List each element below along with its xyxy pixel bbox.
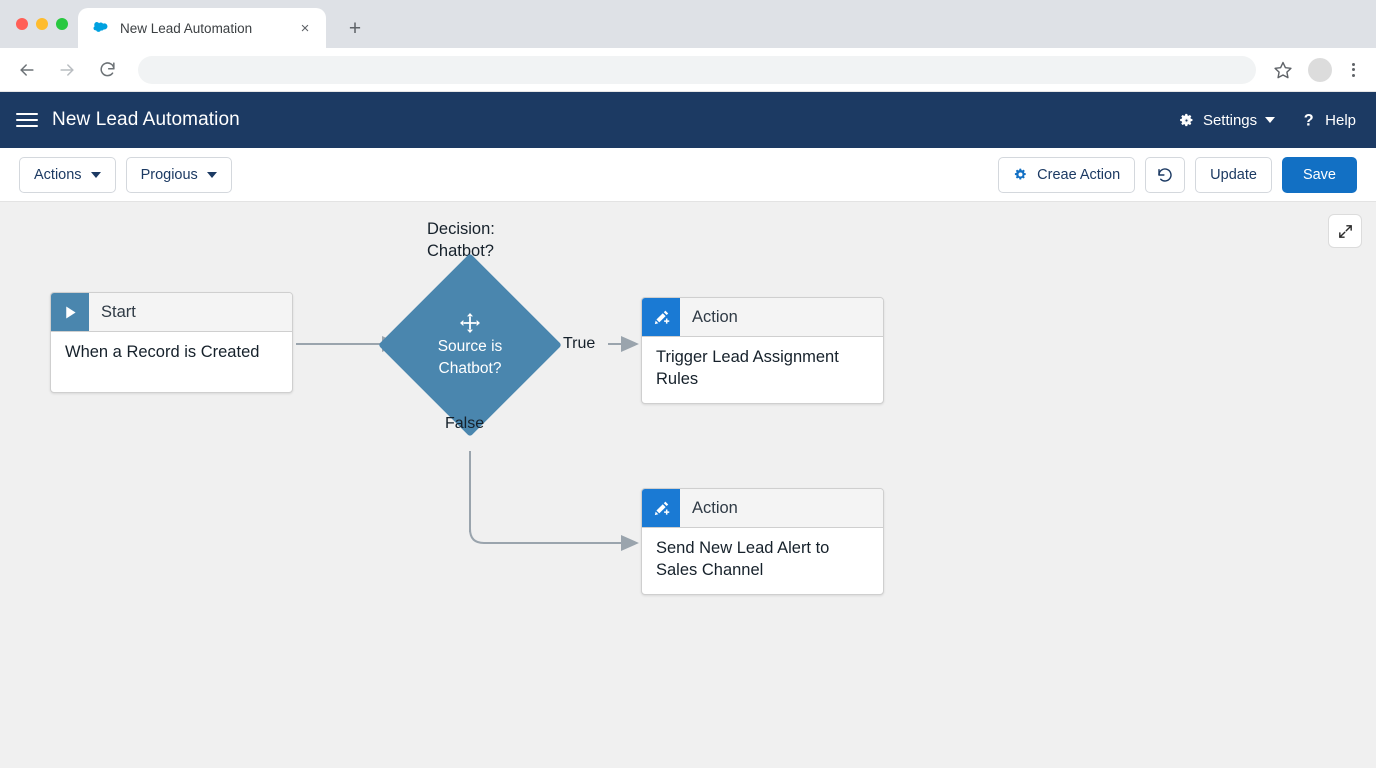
tab-close-icon[interactable]: × <box>300 19 310 37</box>
salesforce-cloud-icon <box>93 22 108 32</box>
decision-text-line2: Chatbot? <box>438 360 502 377</box>
connector-decision-to-false <box>469 528 639 551</box>
kebab-menu-icon[interactable] <box>1344 62 1362 77</box>
maximize-window-button[interactable] <box>56 18 68 30</box>
start-node-body: When a Record is Created <box>65 343 260 361</box>
action-true-header: Action <box>642 298 883 337</box>
start-node-header: Start <box>51 293 292 332</box>
minimize-window-button[interactable] <box>36 18 48 30</box>
tab-title: New Lead Automation <box>120 20 253 36</box>
browser-tab-strip: New Lead Automation × + <box>0 0 1376 48</box>
action-false-title: Action <box>692 498 738 517</box>
chevron-down-icon <box>1265 117 1276 123</box>
expand-diagonal-icon <box>1338 224 1352 238</box>
settings-menu[interactable]: Settings <box>1178 111 1276 129</box>
actions-label: Actions <box>34 166 82 183</box>
action-false-body: Send New Lead Alert to Sales Channel <box>656 539 830 579</box>
star-icon[interactable] <box>1270 57 1296 83</box>
new-tab-button[interactable]: + <box>348 16 362 40</box>
refresh-button[interactable] <box>1145 156 1186 193</box>
flow-node-action-true[interactable]: Action Trigger Lead Assignment Rules <box>641 297 884 404</box>
create-action-button[interactable]: Creae Action <box>998 156 1136 193</box>
question-mark-icon: ? <box>1304 111 1314 129</box>
action-false-header: Action <box>642 489 883 528</box>
gear-icon <box>1180 113 1193 126</box>
window-traffic-lights <box>10 0 78 48</box>
chevron-down-icon <box>90 171 101 178</box>
gear-icon <box>1015 168 1026 180</box>
address-bar[interactable] <box>138 55 1256 84</box>
flow-canvas[interactable]: Start When a Record is Created Decision:… <box>0 202 1376 768</box>
flow-node-action-false[interactable]: Action Send New Lead Alert to Sales Chan… <box>641 488 884 595</box>
chevron-down-icon <box>206 171 217 178</box>
move-arrows-icon <box>460 312 480 333</box>
flow-connectors <box>296 336 639 551</box>
expand-canvas-button[interactable] <box>1328 214 1362 248</box>
decision-caption: Decision: Chatbot? <box>427 220 495 260</box>
help-menu[interactable]: ? Help <box>1303 111 1356 129</box>
create-action-label: Creae Action <box>1037 166 1121 183</box>
app-toolbar: Actions Progious Creae Action Update Sav… <box>0 148 1376 202</box>
start-node-title: Start <box>101 302 136 321</box>
settings-label: Settings <box>1202 111 1258 129</box>
help-label: Help <box>1325 111 1356 129</box>
pencil-plus-icon <box>642 489 680 527</box>
decision-content: Source is Chatbot? <box>405 280 535 410</box>
progious-dropdown-button[interactable]: Progious <box>125 156 232 193</box>
action-true-title: Action <box>692 307 738 326</box>
browser-tab[interactable]: New Lead Automation × <box>78 8 326 48</box>
svg-text:?: ? <box>1304 111 1314 129</box>
browser-toolbar-right <box>1270 57 1362 83</box>
page-title: New Lead Automation <box>52 109 240 130</box>
actions-dropdown-button[interactable]: Actions <box>19 156 116 193</box>
edge-label-false: False <box>445 415 485 432</box>
play-icon <box>51 293 89 331</box>
back-icon[interactable] <box>14 57 40 83</box>
decision-text-line1: Source is <box>437 337 503 355</box>
update-label: Update <box>1210 166 1257 183</box>
reload-icon[interactable] <box>94 57 120 83</box>
action-true-body: Trigger Lead Assignment Rules <box>656 348 839 388</box>
pencil-plus-icon <box>642 298 680 336</box>
close-window-button[interactable] <box>16 18 28 30</box>
edge-label-true: True <box>563 335 596 352</box>
forward-icon[interactable] <box>54 57 80 83</box>
update-button[interactable]: Update <box>1195 156 1272 193</box>
flow-node-decision[interactable]: Source is Chatbot? <box>378 253 562 437</box>
avatar[interactable] <box>1308 57 1332 82</box>
save-label: Save <box>1302 166 1336 183</box>
flow-node-start[interactable]: Start When a Record is Created <box>50 292 293 393</box>
browser-toolbar <box>0 48 1376 92</box>
progious-label: Progious <box>140 166 198 183</box>
app-header: New Lead Automation Settings ? Help <box>0 92 1376 148</box>
refresh-icon <box>1158 167 1172 182</box>
hamburger-icon[interactable] <box>16 113 38 127</box>
save-button[interactable]: Save <box>1281 156 1357 193</box>
